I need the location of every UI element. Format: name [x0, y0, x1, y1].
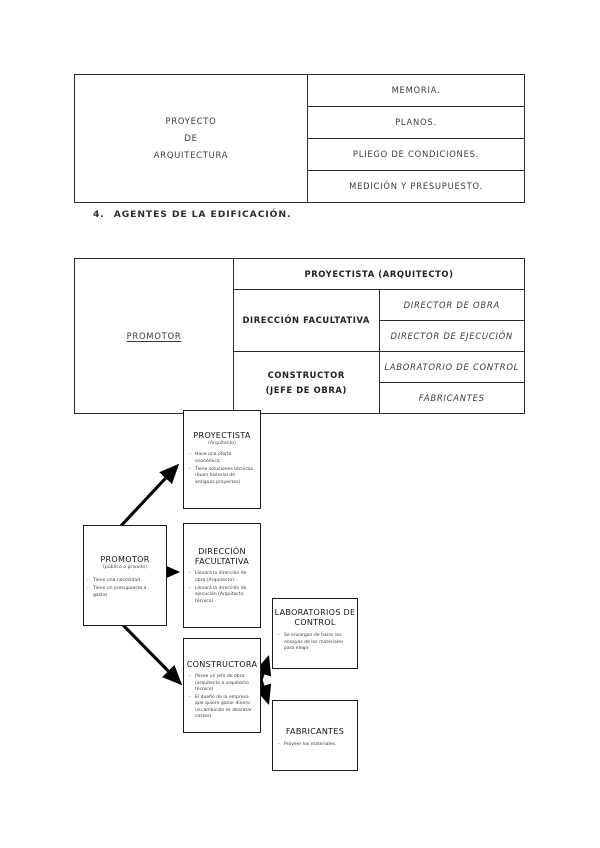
node-subtitle: (público o privado)	[102, 565, 148, 571]
heading-text: AGENTES DE LA EDIFICACIÓN.	[113, 209, 292, 220]
node-bullet: El dueño de la empresa que quiere ganar …	[188, 695, 256, 721]
agentes-flow-diagram: PROMOTOR (público o privado) Tiene una n…	[0, 400, 600, 790]
node-bullet: Llevará la dirección de ejecución (Arqui…	[188, 586, 256, 605]
node-bullet: Se encargan de hacer los ensayos de los …	[277, 633, 353, 652]
diagram-node-direccion-facultativa: DIRECCIÓN FACULTATIVA Llevará la direcci…	[183, 523, 261, 628]
table-row: DIRECTOR DE EJECUCIÓN	[75, 320, 525, 352]
proyecto-label-line-1: PROYECTO	[165, 115, 217, 126]
diagram-node-proyectista: PROYECTISTA (Arquitecto) Hace una oferta…	[183, 410, 261, 509]
node-title: PROMOTOR	[100, 554, 150, 564]
proyectista-cell: PROYECTISTA (ARQUITECTO)	[233, 258, 525, 290]
section-heading-agentes: 4. AGENTES DE LA EDIFICACIÓN.	[93, 209, 291, 220]
diagram-node-laboratorios-control: LABORATORIOS DE CONTROL Se encargan de h…	[272, 598, 358, 669]
heading-number: 4.	[93, 209, 105, 220]
promotor-cell: PROMOTOR	[74, 258, 234, 414]
laboratorio-control-cell: LABORATORIO DE CONTROL	[378, 351, 525, 383]
node-subtitle: (Arquitecto)	[208, 441, 236, 447]
node-bullet: Llevará la dirección de obra (Arquitecto…	[188, 571, 256, 584]
diagram-node-fabricantes: FABRICANTES Proveer los materiales.	[272, 700, 358, 771]
node-bullet-list: Llevará la dirección de obra (Arquitecto…	[184, 571, 260, 605]
diagram-node-promotor: PROMOTOR (público o privado) Tiene una n…	[83, 525, 167, 626]
proyecto-label-line-2: DE	[184, 132, 198, 143]
document-cell-planos: PLANOS.	[307, 106, 525, 139]
arrow-constructora-to-fabricantes	[254, 679, 272, 705]
table-row: PROYECTO DE ARQUITECTURA MEMORIA.	[74, 74, 525, 203]
node-bullet-list: Tiene una necesidad Tiene un presupuesto…	[84, 578, 166, 599]
arrow-promotor-to-proyectista	[117, 463, 180, 530]
arrow-promotor-to-constructora	[120, 622, 183, 686]
table-row: DIRECCIÓN FACULTATIVA DIRECTOR DE OBRA	[75, 289, 525, 352]
node-title: FABRICANTES	[285, 726, 345, 736]
promotor-label: PROMOTOR	[126, 330, 182, 341]
document-cell-memoria: MEMORIA.	[307, 74, 525, 107]
constructor-label-line-1: CONSTRUCTOR	[267, 370, 345, 381]
constructor-label-line-2: (JEFE DE OBRA)	[265, 384, 347, 395]
table-row: CONSTRUCTOR (JEFE DE OBRA) LABORATORIO D…	[75, 351, 525, 414]
proyecto-label-line-3: ARQUITECTURA	[153, 150, 229, 161]
arrow-constructora-to-laboratorios	[254, 655, 272, 681]
director-obra-cell: DIRECTOR DE OBRA	[378, 289, 525, 321]
diagram-connectors	[117, 463, 272, 705]
node-bullet-list: Proveer los materiales.	[273, 742, 357, 749]
node-bullet-list: Hace una oferta económica Tiene solucion…	[184, 452, 260, 486]
node-title: DIRECCIÓN FACULTATIVA	[194, 546, 250, 567]
node-title: PROYECTISTA	[193, 430, 251, 440]
director-ejecucion-cell: DIRECTOR DE EJECUCIÓN	[378, 320, 525, 352]
table-row: FABRICANTES	[75, 382, 525, 414]
node-bullet: Posee un jefe de obra (arquitecto o arqu…	[188, 674, 256, 693]
document-cell-pliego: PLIEGO DE CONDICIONES.	[307, 138, 525, 171]
node-bullet: Hace una oferta económica	[188, 452, 256, 465]
diagram-node-constructora: CONSTRUCTORA Posee un jefe de obra (arqu…	[183, 638, 261, 733]
direccion-facultativa-cell: DIRECCIÓN FACULTATIVA	[233, 289, 380, 352]
node-title: CONSTRUCTORA	[186, 659, 258, 669]
proyecto-label-cell: PROYECTO DE ARQUITECTURA	[74, 74, 308, 203]
node-bullet: Tiene una necesidad	[86, 578, 162, 585]
constructor-cell: CONSTRUCTOR (JEFE DE OBRA)	[233, 351, 380, 414]
table-row: MEDICIÓN Y PRESUPUESTO.	[75, 170, 525, 203]
table-row: PROMOTOR PROYECTISTA (ARQUITECTO)	[74, 258, 525, 414]
node-bullet: Tiene un presupuesto a gastar	[86, 586, 162, 599]
agentes-edificacion-table: PROMOTOR PROYECTISTA (ARQUITECTO) DIRECC…	[74, 258, 525, 414]
fabricantes-cell: FABRICANTES	[378, 382, 525, 414]
node-bullet-list: Se encargan de hacer los ensayos de los …	[273, 633, 357, 652]
node-bullet-list: Posee un jefe de obra (arquitecto o arqu…	[184, 674, 260, 721]
proyecto-arquitectura-table: PROYECTO DE ARQUITECTURA MEMORIA. PLANOS…	[74, 74, 525, 203]
node-bullet: Tiene soluciones técnicas (buen historia…	[188, 467, 256, 486]
node-bullet: Proveer los materiales.	[277, 742, 353, 749]
node-title: LABORATORIOS DE CONTROL	[274, 607, 356, 628]
document-cell-medicion: MEDICIÓN Y PRESUPUESTO.	[307, 170, 525, 203]
